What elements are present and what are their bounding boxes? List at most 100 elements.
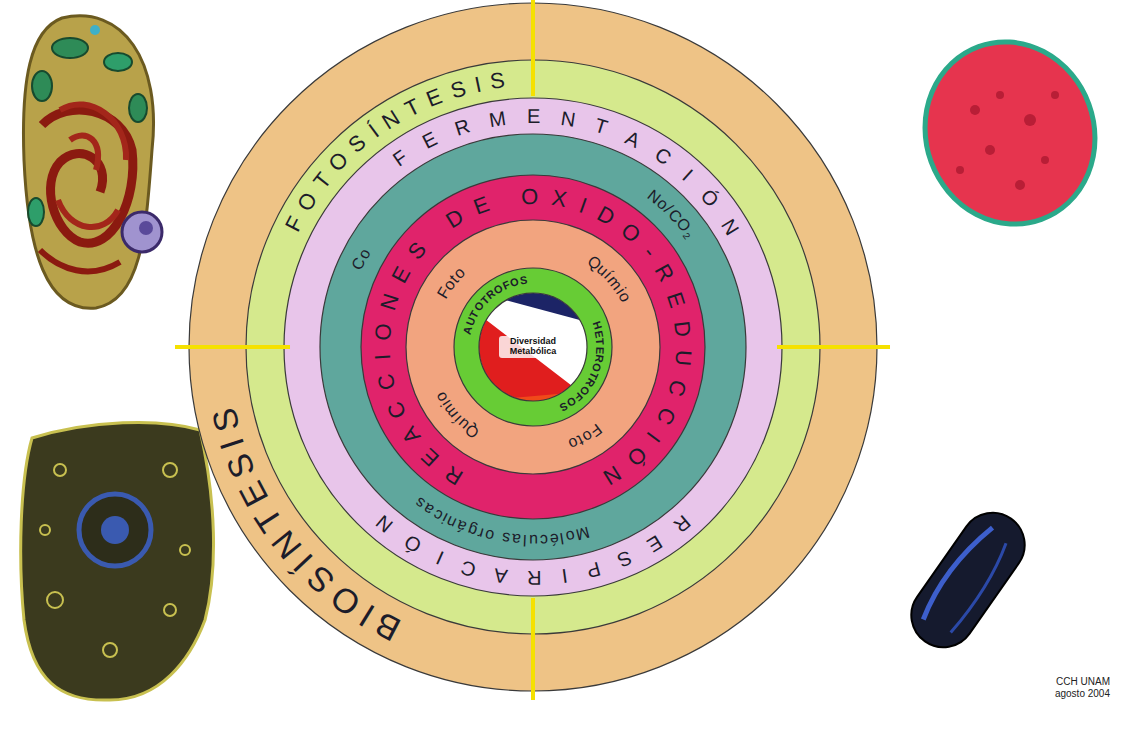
arc-letter: P — [584, 559, 602, 582]
arc-letter: O — [509, 276, 520, 289]
arc-letter: E — [594, 346, 605, 354]
ring-label: No/CO₂ — [643, 185, 701, 244]
arc-letter — [425, 223, 444, 244]
arc-letter: O — [521, 186, 539, 208]
arc-letter: c — [539, 531, 548, 547]
arc-letter: D — [670, 319, 694, 337]
arc-letter: U — [671, 350, 694, 368]
arc-letter: O — [294, 189, 322, 215]
arc-letter: A — [493, 565, 509, 587]
arc-letter: C — [651, 144, 674, 169]
arc-letter: O — [324, 579, 365, 622]
arc-letter: S — [489, 69, 506, 93]
arc-letter: R — [441, 461, 466, 488]
arc-letter: M — [575, 524, 592, 543]
bacterium — [899, 500, 1037, 660]
ring-label: HETEROTROFOS — [556, 318, 608, 414]
arc-letter: N — [559, 108, 576, 130]
arc-letter: C — [665, 377, 690, 398]
arc-letter: é — [549, 530, 560, 547]
arc-letter: E — [593, 329, 605, 338]
arc-letter: u — [529, 532, 538, 548]
arc-letter: S — [615, 547, 635, 571]
ring-label: Foto — [433, 262, 471, 305]
arc-letter: N — [718, 216, 743, 239]
arc-letter: I — [214, 434, 249, 453]
arc-letter — [499, 188, 509, 211]
ring-label: RESPIRACIÓN — [370, 510, 696, 592]
arc-letter: E — [388, 263, 414, 286]
ring-band: FERMENTACIÓNRESPIRACIÓNCoNo/CO₂Moléculas… — [283, 97, 783, 597]
arc-letter: C — [458, 557, 478, 580]
arc-letter: A — [622, 127, 643, 151]
ring-band: BIOSÍNTESISFOTOSÍNTESISFERMENTACIÓNRESPI… — [188, 2, 878, 692]
arc-letter: C — [653, 404, 680, 428]
ring-band: FOTOSÍNTESISFERMENTACIÓNRESPIRACIÓNCoNo/… — [245, 59, 821, 635]
arc-letter: A — [399, 423, 425, 448]
arc-letter: I — [679, 166, 697, 185]
ring-label: Foto — [562, 419, 607, 454]
footer: CCH UNAMagosto 2004 — [990, 676, 1110, 699]
arc-letter: F — [390, 146, 411, 169]
ring-label: FERMENTACIÓN — [387, 102, 745, 241]
arc-letter: T — [402, 95, 424, 121]
arc-letter: C — [375, 372, 400, 393]
red-cell — [900, 18, 1121, 248]
arc-letter: E — [424, 85, 446, 111]
arc-letter: T — [310, 169, 336, 193]
arc-letter: D — [442, 206, 467, 233]
ring-band: CoNo/CO₂Moléculas orgánicasREACCIONES DE… — [319, 133, 747, 561]
arc-letter: F — [282, 213, 308, 235]
ring-label: Moléculas orgánicas — [409, 492, 594, 551]
arc-letter — [495, 529, 502, 546]
arc-letter: a — [512, 531, 522, 548]
arc-letter: T — [593, 115, 611, 138]
arc-letter: I — [372, 353, 394, 361]
arc-letter: C — [384, 398, 411, 422]
ring-label: Co — [348, 243, 376, 275]
ring-label: Químio — [583, 251, 636, 308]
arc-letter: R — [670, 511, 694, 536]
arc-letter: I — [472, 73, 483, 96]
arc-letter: E — [418, 444, 444, 470]
arc-letter: R — [650, 261, 677, 286]
arc-letter: S — [404, 239, 430, 264]
arc-letter: T — [594, 338, 605, 346]
arc-letter: Ó — [622, 442, 650, 470]
arc-letter: S — [220, 449, 260, 483]
arc-letter: E — [527, 106, 540, 126]
arc-letter: N — [372, 511, 396, 536]
ring-band: AUTOTROFOSHETEROTROFOSDiversidad Metaból… — [453, 267, 613, 427]
arc-letter: N — [377, 291, 403, 313]
arc-letter: s — [501, 530, 511, 547]
arc-letter: M — [488, 108, 508, 130]
arc-letter: X — [551, 187, 569, 211]
arc-letter: O — [325, 148, 353, 176]
arc-letter: S — [448, 77, 468, 102]
arc-letter: Í — [365, 121, 383, 142]
arc-letter: N — [599, 461, 624, 488]
arc-letter: l — [559, 530, 565, 546]
arc-letter: o — [564, 528, 576, 545]
arc-letter: S — [519, 275, 528, 287]
arc-letter: I — [642, 428, 663, 446]
arc-letter: l — [523, 532, 527, 548]
plant-cell — [23, 16, 162, 308]
arc-letter: E — [663, 290, 688, 311]
ring-band: FotoQuímioQuímioFotoAUTOTROFOSHETEROTROF… — [405, 219, 661, 475]
arc-letter: D — [594, 202, 619, 229]
arc-letter: o — [484, 526, 496, 544]
credit-note: CCH UNAM — [990, 676, 1110, 688]
arc-letter: Ó — [401, 532, 425, 557]
arc-letter: S — [345, 131, 370, 157]
credit-note: agosto 2004 — [990, 688, 1110, 700]
arc-letter: N — [379, 106, 404, 133]
arc-letter: R — [527, 568, 542, 588]
ring-label: Químio — [431, 386, 484, 443]
arc-letter: I — [560, 566, 568, 587]
animal-cell — [21, 422, 214, 700]
arc-letter: I — [577, 194, 590, 217]
arc-letter: B — [369, 607, 405, 648]
ring-label: AUTOTROFOS — [460, 273, 531, 338]
